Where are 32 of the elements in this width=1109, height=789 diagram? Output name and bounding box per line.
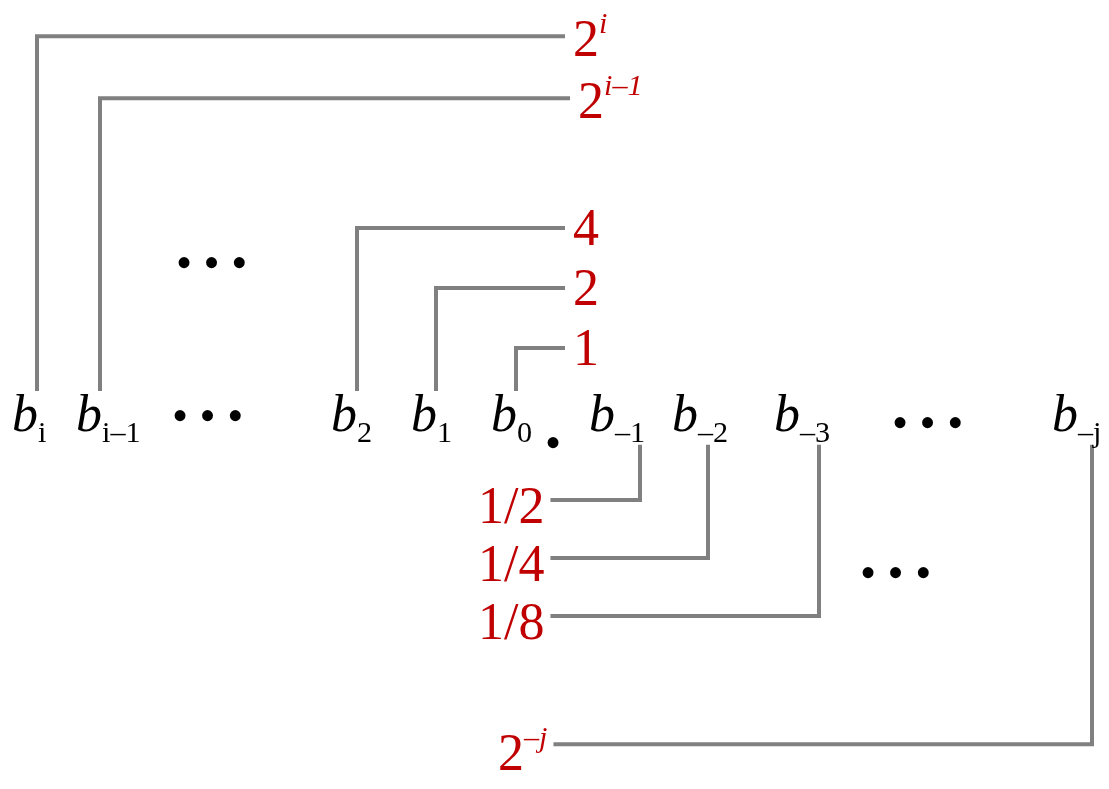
leader-line	[35, 34, 565, 391]
bit-symbol: b$_{–j}$	[1052, 388, 1102, 447]
bit-symbol: b$_{2}$	[331, 388, 373, 447]
leader-line	[98, 96, 570, 391]
place-value: 2	[573, 262, 599, 314]
binary-point: •	[545, 420, 562, 466]
ellipsis: • • •	[892, 400, 964, 446]
place-value: 2$^{–j}$	[498, 722, 548, 779]
bit-symbol: b$_{–2}$	[672, 388, 729, 447]
ellipsis: • • •	[860, 550, 932, 596]
place-value: 1	[573, 322, 599, 374]
leader-line	[550, 444, 821, 618]
ellipsis: • • •	[172, 393, 244, 439]
place-value: 2$^{i}$	[573, 8, 608, 65]
ellipsis: • • •	[176, 240, 248, 286]
bit-symbol: b$_{–1}$	[589, 388, 646, 447]
bit-symbol: b$_{i}$	[12, 388, 47, 447]
bit-symbol: b$_{–3}$	[774, 388, 831, 447]
place-value: 2$^{i–1}$	[578, 70, 643, 127]
leader-line	[553, 444, 1094, 747]
leader-line	[434, 286, 565, 391]
leader-line	[355, 226, 565, 391]
place-value: 1/2	[478, 480, 545, 532]
bit-symbol: b$_{i–1}$	[76, 388, 141, 447]
bit-symbol: b$_{0}$	[491, 388, 533, 447]
bit-symbol: b$_{1}$	[411, 388, 453, 447]
place-value: 1/4	[478, 538, 545, 590]
place-value: 1/8	[478, 596, 545, 648]
leader-line	[550, 444, 710, 560]
place-value: 4	[573, 202, 599, 254]
leader-line	[550, 444, 642, 502]
leader-line	[514, 346, 565, 391]
